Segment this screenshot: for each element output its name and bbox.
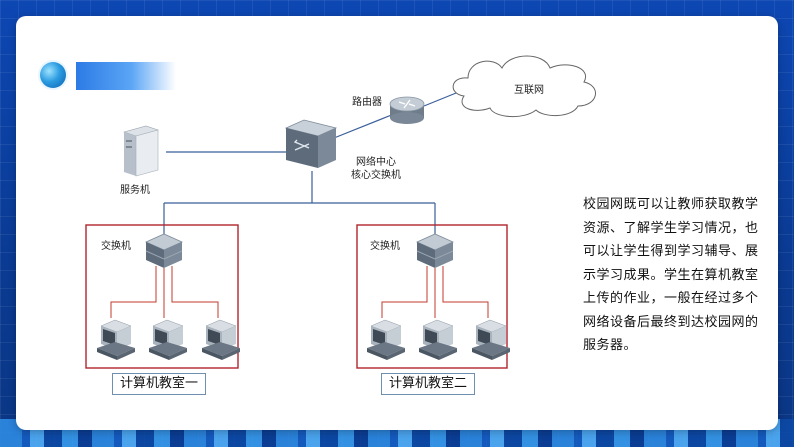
room2-pc-3-icon [471,319,511,361]
room1-pc-2-icon [148,319,188,361]
room2-frame [356,224,508,369]
core-switch-label-line1: 网络中心 [356,157,396,168]
room1-switch-label: 交换机 [101,241,131,252]
room2-name-label: 计算机教室二 [381,373,476,395]
server-label: 服务机 [120,185,150,196]
core-to-rooms-link [163,171,436,234]
router-label: 路由器 [352,97,382,108]
room1-frame [85,224,239,369]
internet-cloud-icon [452,55,596,117]
room1-pc-3-icon [201,319,241,361]
core-to-router-link [333,113,395,139]
room1-pc-1-icon [96,319,136,361]
router-to-internet-link [423,90,462,107]
network-diagram [85,55,596,369]
room2-pc-1-icon [366,319,406,361]
router-icon [389,96,425,124]
room2-switch-label: 交换机 [370,241,400,252]
title-accent-bar [76,62,176,90]
room1-name-label: 计算机教室一 [112,373,207,395]
server-icon [122,125,160,177]
room2-switch-icon [416,233,454,268]
content-card: 互联网 路由器 服务机 网络中心 核心交换机 交换机 交换机 计算机教室一 计算… [16,16,778,430]
core-switch-icon [284,119,338,168]
internet-label: 互联网 [514,85,544,96]
room1-switch-icon [145,233,183,268]
core-switch-label-line2: 核心交换机 [351,170,401,181]
room1-links [110,266,219,318]
globe-icon [40,62,66,88]
description-text: 校园网既可以让教师获取教学资源、了解学生学习情况，也可以让学生得到学习辅导、展示… [583,197,759,353]
room2-pc-2-icon [418,319,458,361]
room2-links [381,266,489,318]
